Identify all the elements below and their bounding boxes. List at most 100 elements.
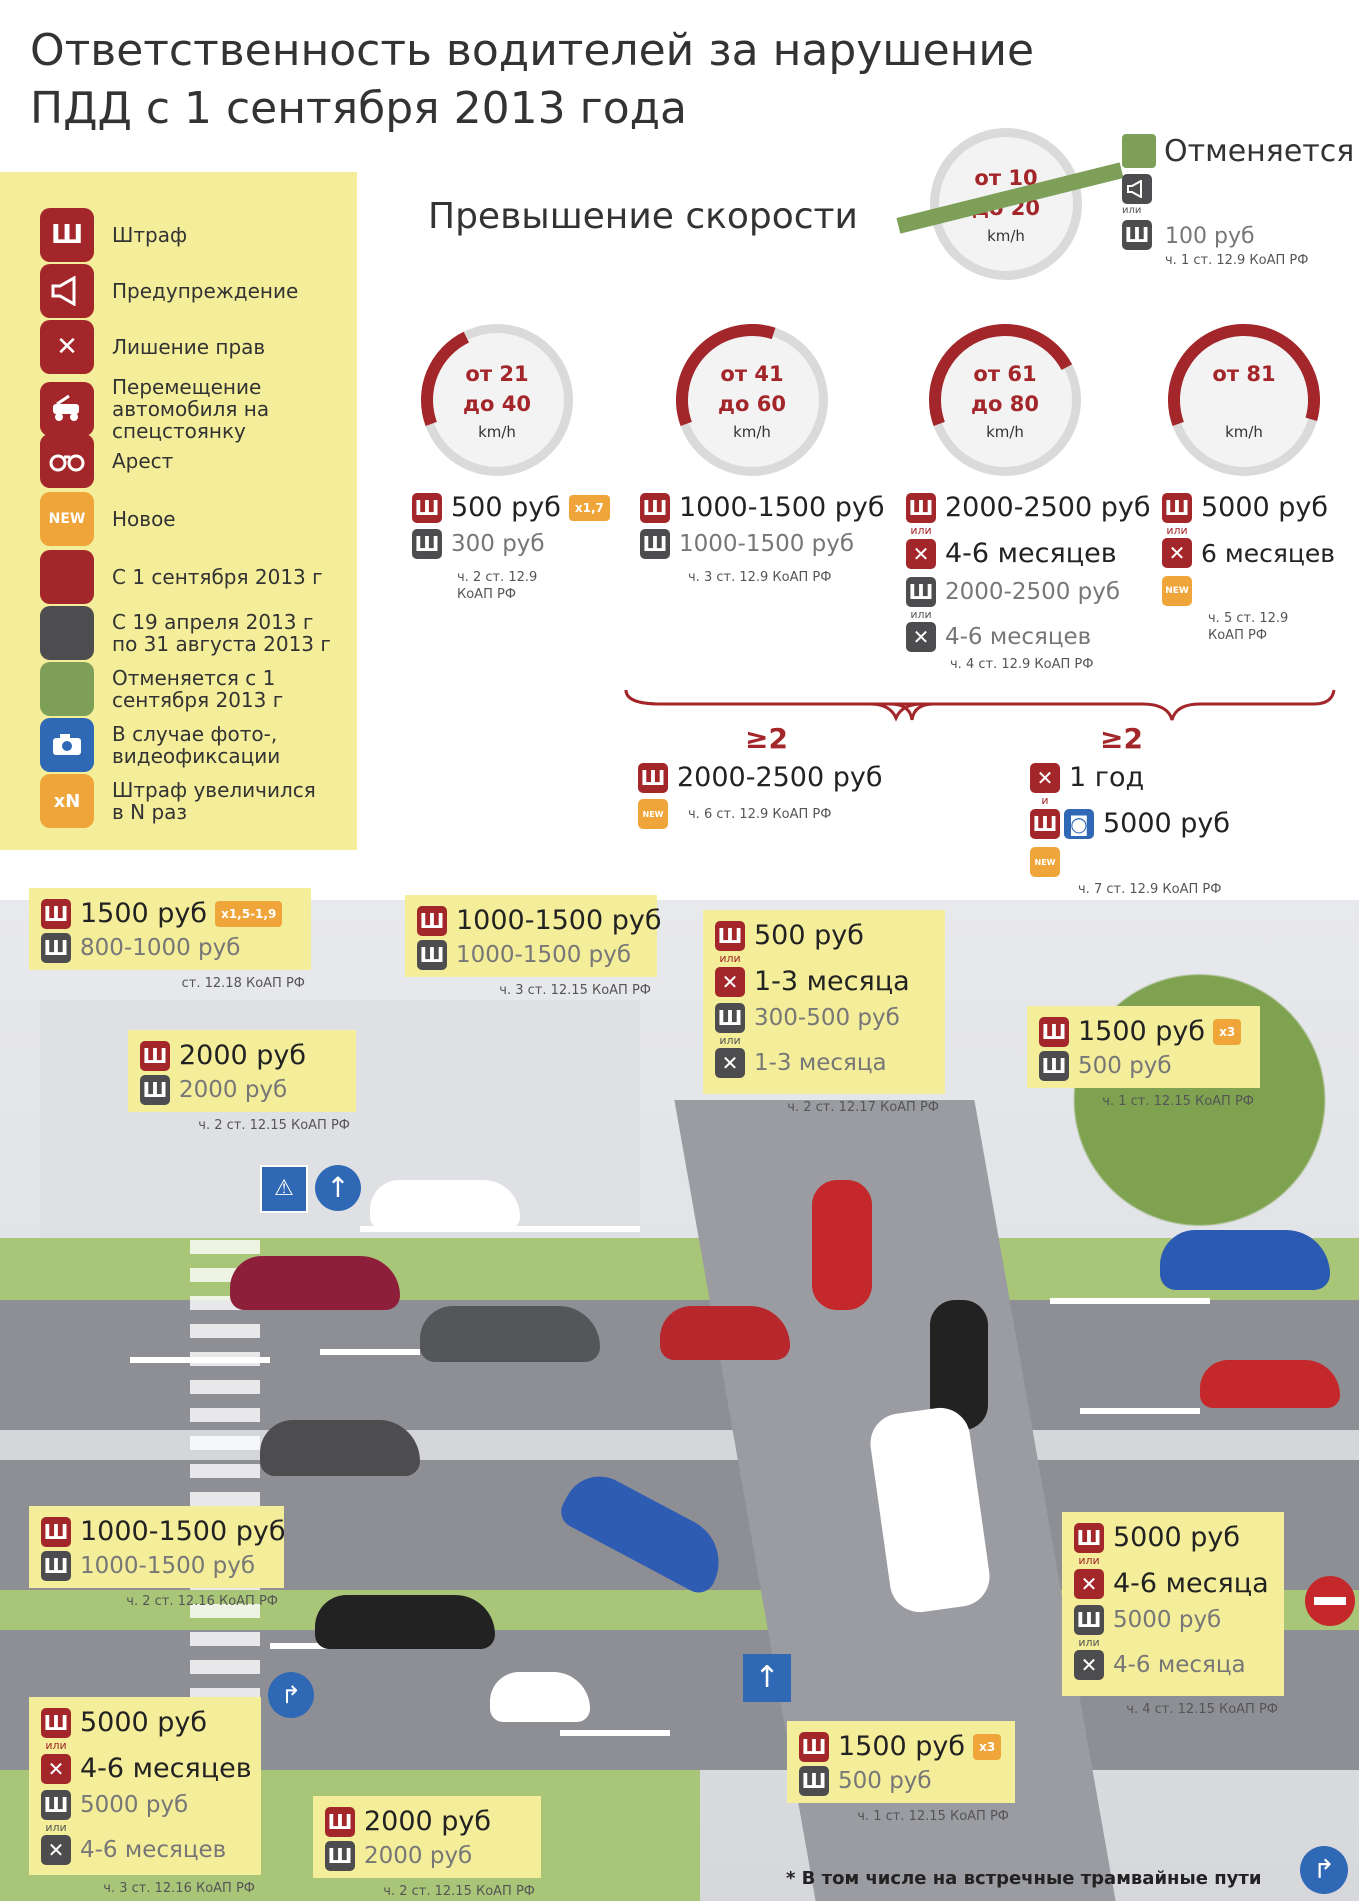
legend-item-cancelled: Отменяется с 1 сентября 2013 г <box>40 662 332 716</box>
gauge-arc <box>421 331 470 426</box>
car-dark <box>260 1420 420 1476</box>
ili-label: или <box>1078 1636 1100 1649</box>
cross-icon: ✕ <box>1030 762 1060 793</box>
fine-new: 1500 руб <box>1078 1016 1206 1047</box>
legend-item-warning: Предупреждение <box>40 264 298 318</box>
speed-gauge-21-40: от 21 до 40 km/h <box>421 324 573 476</box>
fine-old: 5000 руб <box>80 1792 189 1818</box>
deprivation-old: 1-3 месяца <box>754 1050 887 1076</box>
fine-icon: Ш <box>412 529 442 559</box>
legend-label: Штраф увеличился в N раз <box>112 778 316 824</box>
title-line-2: ПДД с 1 сентября 2013 года <box>30 83 688 134</box>
fine-new: 1500 руб <box>838 1731 966 1762</box>
fine-old: 300 руб <box>451 531 545 557</box>
new-icon: NEW <box>1030 847 1060 877</box>
multiplier-badge: x1,7 <box>568 494 610 521</box>
gauge-value: до 40 <box>463 392 531 416</box>
cross-icon: ✕ <box>41 1753 71 1784</box>
tow-truck-icon <box>40 382 94 436</box>
gauge-value: от 61 <box>973 362 1037 386</box>
deprivation-new: 4-6 месяцев <box>80 1753 252 1784</box>
cross-icon: ✕ <box>1074 1568 1104 1599</box>
ili-label: или <box>719 1034 741 1047</box>
gauge-arc <box>929 324 1073 426</box>
gauge-arc-path <box>929 324 1073 426</box>
red-swatch-icon <box>40 550 94 604</box>
footnote: * В том числе на встречные трамвайные пу… <box>786 1868 1262 1889</box>
fine-old: 2000 руб <box>364 1843 473 1869</box>
deprivation-new: 4-6 месяцев <box>945 538 1117 569</box>
gauge-arc-path <box>1168 324 1320 426</box>
law-ref: ч. 1 ст. 12.15 КоАП РФ <box>1102 1094 1254 1109</box>
legend-item-new: NEW Новое <box>40 492 176 546</box>
ili-label: или <box>45 1739 67 1752</box>
green-swatch-icon <box>1122 134 1156 168</box>
car-white <box>370 1180 520 1230</box>
fine-old: 300-500 руб <box>754 1005 900 1031</box>
law-ref: ч. 2 ст. 12.15 КоАП РФ <box>383 1884 535 1899</box>
legend-item-april-aug: С 19 апреля 2013 г по 31 августа 2013 г <box>40 606 332 660</box>
fine-new: 2000-2500 руб <box>945 492 1151 523</box>
fine-old: 500 руб <box>1078 1053 1172 1079</box>
law-ref: ч. 3 ст. 12.16 КоАП РФ <box>103 1881 255 1896</box>
fine-icon: Ш <box>325 1806 355 1837</box>
fine-new: 500 руб <box>754 920 864 951</box>
fine-new: 1000-1500 руб <box>456 905 662 936</box>
i-label: и <box>1041 794 1049 807</box>
gauge-unit: km/h <box>1225 423 1263 441</box>
fine-icon: Ш <box>906 492 936 523</box>
car-purple <box>230 1256 400 1310</box>
ili-label: или <box>1122 205 1142 216</box>
law-ref: ч. 2 ст. 12.17 КоАП РФ <box>787 1100 939 1115</box>
camera-icon <box>40 718 94 772</box>
cross-icon: ✕ <box>715 966 745 997</box>
car-grey <box>420 1306 600 1362</box>
law-ref: ч. 2 ст. 12.15 КоАП РФ <box>198 1118 350 1133</box>
cancelled-fine: 100 руб <box>1165 224 1255 249</box>
no-entry-sign-icon <box>1305 1576 1355 1626</box>
gauge-value: от 81 <box>1212 362 1276 386</box>
fine-old: 1000-1500 руб <box>456 942 632 968</box>
legend-label: С 1 сентября 2013 г <box>112 565 323 589</box>
fine-old: 2000 руб <box>179 1077 288 1103</box>
deprivation-new: 6 месяцев <box>1201 538 1336 568</box>
cross-icon: ✕ <box>715 1048 745 1078</box>
legend-label: Предупреждение <box>112 279 299 303</box>
gauge-arc <box>676 324 776 426</box>
ili-label: или <box>1166 524 1188 537</box>
ili-label: или <box>1078 1554 1100 1567</box>
cancelled-label: Отменяется <box>1164 134 1355 169</box>
legend-label: Лишение прав <box>112 335 266 359</box>
repeat-mark: ≥2 <box>745 722 788 755</box>
deprivation-new: 1-3 месяца <box>754 966 910 997</box>
legend-item-multiplier: xN Штраф увеличился в N раз <box>40 774 332 828</box>
lane-arrow <box>1080 1408 1200 1414</box>
law-ref: ч. 6 ст. 12.9 КоАП РФ <box>688 806 832 822</box>
legend-item-from-sept: С 1 сентября 2013 г <box>40 550 323 604</box>
fine-old: 2000-2500 руб <box>945 579 1121 605</box>
ili-label: или <box>719 952 741 965</box>
speeding-title: Превышение скорости <box>428 196 858 237</box>
ili-label: или <box>910 608 932 621</box>
law-ref: ч. 3 ст. 12.9 КоАП РФ <box>688 570 832 585</box>
legend-panel: Ш Штраф Предупреждение ✕ Лишение прав Пе… <box>0 172 357 850</box>
car-black <box>315 1595 495 1649</box>
one-way-sign-icon: ↑ <box>743 1654 791 1702</box>
deprivation-old: 4-6 месяцев <box>945 624 1092 650</box>
fine-icon: Ш <box>41 1707 71 1738</box>
law-ref: ст. 12.18 КоАП РФ <box>181 976 305 991</box>
fine-icon: Ш <box>41 1551 71 1581</box>
arrow-up-multiplier-icon: xN <box>40 774 94 828</box>
camera-icon: ◙ <box>1064 808 1094 839</box>
car-red <box>660 1306 790 1360</box>
fine-icon: Ш <box>715 1003 745 1033</box>
gauge-value: от 21 <box>465 362 529 386</box>
legend-label: Отменяется с 1 сентября 2013 г <box>112 666 284 712</box>
